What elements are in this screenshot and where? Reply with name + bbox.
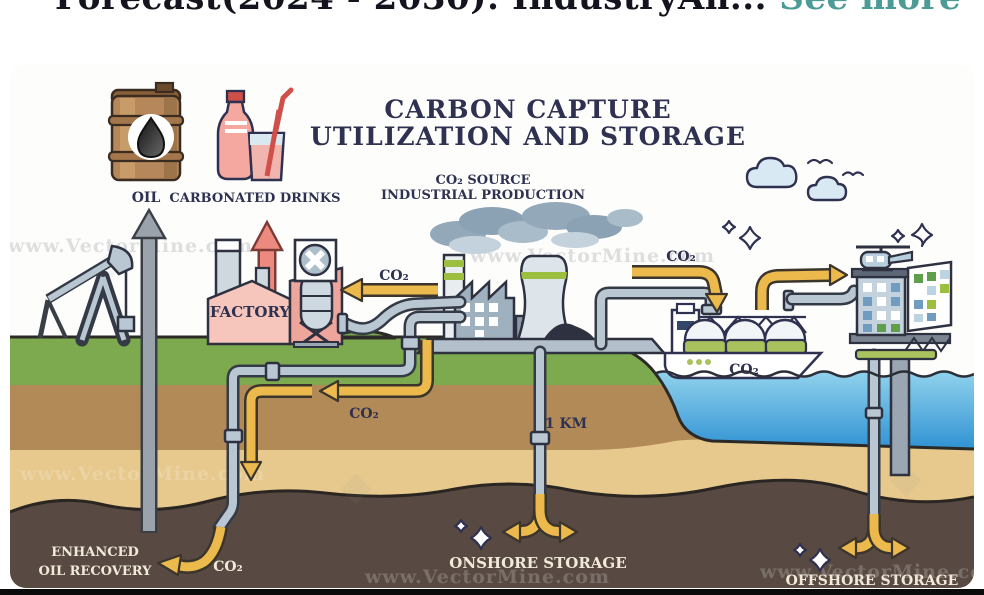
diagram-title-line2: UTILIZATION AND STORAGE: [310, 122, 746, 151]
power-plant-icon: [415, 253, 667, 355]
headline-clip: Forecast(2024 - 2030): IndustryAn... See…: [0, 0, 984, 24]
sea-water: [654, 371, 974, 448]
offshore-storage-label: OFFSHORE STORAGE: [786, 573, 959, 589]
subtitle-line2: INDUSTRIAL PRODUCTION: [381, 188, 585, 203]
title-block: CARBON CAPTURE UTILIZATION AND STORAGE C…: [310, 95, 746, 203]
oil-barrel-icon: [107, 81, 185, 182]
headline-text: Forecast(2024 - 2030): IndustryAn...: [55, 0, 767, 18]
waterline: [653, 370, 974, 378]
carbonated-drinks-label: CARBONATED DRINKS: [169, 191, 340, 206]
diagram-title-line1: CARBON CAPTURE: [384, 95, 671, 124]
subtitle-line1: CO₂ SOURCE: [436, 173, 531, 188]
pumpjack-icon: [37, 244, 136, 347]
depth-label: 1 KM: [545, 416, 587, 432]
coal-pile: [543, 323, 595, 340]
cooling-tower-icon: [516, 254, 572, 342]
see-more-link[interactable]: See more: [779, 0, 961, 18]
oil-up-arrow: [130, 207, 168, 533]
offshore-injection-splitter: [837, 514, 911, 560]
smoke-icon: [430, 202, 643, 254]
ship-co2-label: CO₂: [729, 362, 758, 378]
offshore-platform-icon: [848, 245, 953, 525]
onshore-injection-splitter: [501, 494, 579, 544]
eor-label-line2: OIL RECOVERY: [39, 564, 153, 579]
factory-label: FACTORY: [210, 303, 291, 321]
co2-pipes: [212, 284, 861, 535]
sparkles-icon: [453, 219, 934, 573]
co2-tanker-ship-icon: CO₂: [663, 302, 824, 380]
svg-text:www.VectorMine.com: www.VectorMine.com: [364, 566, 610, 588]
underground-co2-arrows: [156, 340, 434, 577]
rock-layer: [10, 480, 974, 588]
onshore-storage-label: ONSHORE STORAGE: [449, 554, 626, 572]
helicopter-icon: [856, 245, 914, 272]
headline: Forecast(2024 - 2030): IndustryAn... See…: [55, 0, 984, 18]
co2-to-factory-label: CO₂: [379, 268, 408, 284]
co2-to-ship-label: CO₂: [666, 249, 695, 265]
co2-flow-arrows: [339, 263, 849, 314]
factory-icon: FACTORY: [206, 238, 344, 348]
eor-label-line1: ENHANCED: [51, 545, 139, 560]
oil-label: OIL: [132, 190, 161, 206]
svg-text:www.VectorMine.com: www.VectorMine.com: [7, 235, 253, 257]
co2-eor-label: CO₂: [213, 559, 242, 575]
pressure-gauge-icon: [293, 238, 338, 283]
svg-text:www.VectorMine.com: www.VectorMine.com: [759, 561, 984, 583]
carbonated-drinks-icon: [216, 87, 294, 182]
clouds-icon: [745, 156, 848, 202]
bottom-edge-bar: [0, 589, 984, 595]
co2-underground-label: CO₂: [349, 406, 378, 422]
birds-icon: [806, 158, 865, 177]
diagram-labels: CO₂ CO₂ CO₂ 1 KM CO₂ ENHANCED OIL RECOVE…: [39, 249, 959, 589]
